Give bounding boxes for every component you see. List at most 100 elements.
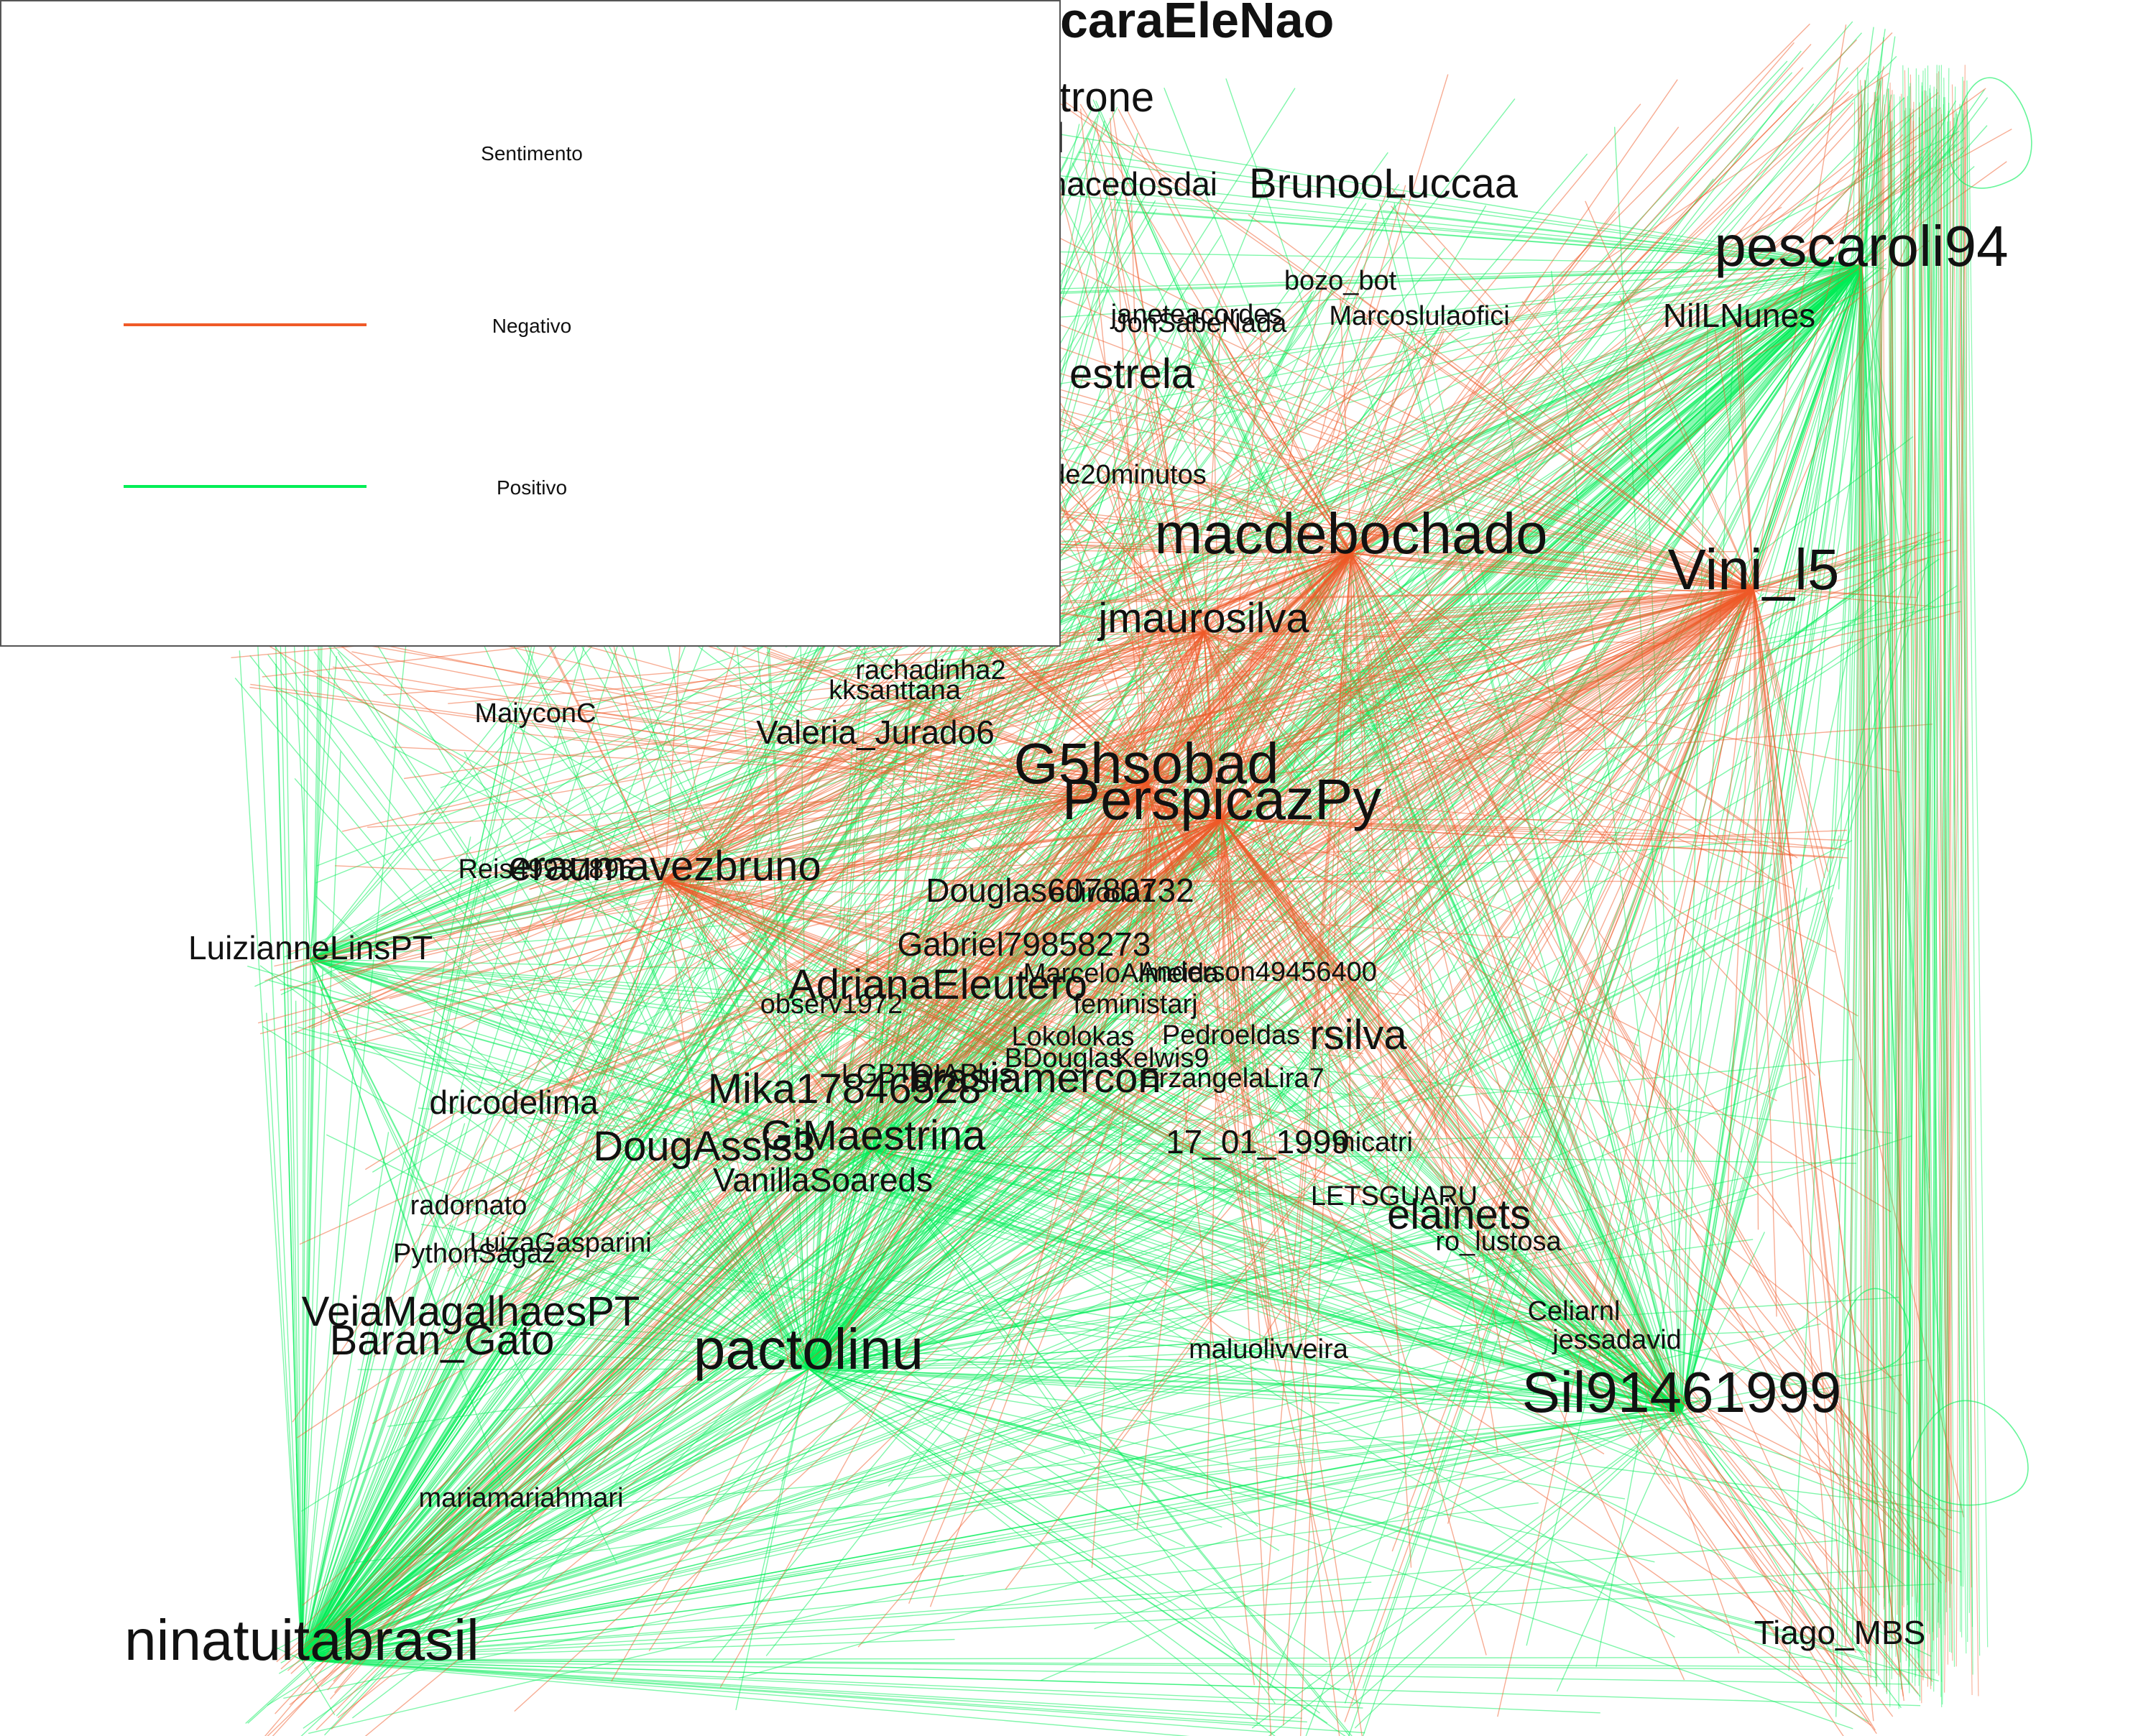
edge-negativo: [664, 879, 1504, 1262]
edge-positivo: [1861, 97, 1989, 267]
edge-positivo: [1833, 265, 1862, 849]
edge-negativo: [664, 879, 701, 1173]
edge-negativo: [1585, 200, 1754, 590]
edge-positivo: [311, 265, 1862, 1666]
edge-boundary: [1945, 109, 1954, 1593]
edge-negativo: [1146, 782, 1911, 1550]
edge-positivo: [446, 1149, 874, 1357]
edge-positivo: [1861, 37, 1884, 267]
edge-positivo: [301, 998, 954, 1661]
edge-negativo: [1146, 782, 1352, 1684]
edge-negativo: [664, 879, 1363, 1055]
edge-positivo: [872, 693, 912, 1150]
node-label-LGBTQIAPlus: LGBTQIAPlus: [842, 1059, 1013, 1089]
edge-boundary: [1938, 71, 1953, 1661]
edge-boundary: [1908, 68, 1917, 1657]
edge-positivo: [1229, 265, 1862, 1044]
edge-positivo: [1534, 615, 1682, 1413]
edge-positivo: [310, 878, 543, 960]
node-label-ediroda1: ediroda1: [1050, 878, 1156, 908]
edge-negativo: [1221, 74, 1449, 820]
edge-boundary: [1940, 109, 1950, 1608]
edge-negativo: [367, 632, 1204, 1325]
edge-positivo: [301, 1334, 476, 1661]
edge-positivo: [301, 1347, 1595, 1661]
edge-boundary: [1943, 104, 1950, 1653]
edge-boundary: [1893, 94, 1902, 1690]
edge-positivo: [301, 1570, 1867, 1661]
edge-boundary: [1943, 97, 1947, 1612]
edge-boundary: [1898, 96, 1908, 1648]
edge-negativo: [1203, 632, 1355, 1061]
node-label-VanillaSoareds: VanillaSoareds: [713, 1161, 933, 1199]
edge-negativo: [654, 632, 1204, 805]
edge-positivo: [266, 1012, 303, 1661]
edge-positivo: [301, 1656, 1813, 1661]
edge-positivo: [872, 730, 1553, 1150]
edge-negativo: [1753, 160, 1945, 590]
edge-positivo: [301, 555, 1856, 1661]
edge-boundary: [1905, 70, 1924, 1661]
edge-negativo: [1001, 588, 1754, 1317]
edge-negativo: [688, 588, 1754, 715]
edge-boundary: [1888, 88, 1901, 1663]
edge-negativo: [880, 632, 1204, 707]
edge-positivo: [1861, 125, 1988, 267]
edge-negativo: [1146, 782, 1800, 1666]
edge-positivo: [1681, 300, 1709, 1413]
edge-negativo: [1203, 632, 1876, 1731]
edge-positivo: [1354, 1411, 1682, 1729]
edge-negativo: [1221, 104, 1863, 820]
node-label-trone: trone: [1059, 74, 1154, 121]
edge-positivo: [301, 473, 1116, 1661]
edge-negativo: [1221, 818, 1298, 969]
node-label-Anderson49456400: Anderson49456400: [1138, 957, 1377, 987]
edge-positivo: [515, 1411, 1682, 1513]
edge-positivo: [310, 959, 1552, 1332]
edge-boundary: [1864, 103, 1874, 1612]
edge-positivo: [1861, 265, 1916, 1560]
edge-negativo: [1101, 632, 1204, 973]
edge-negativo: [291, 632, 1204, 1035]
edge-positivo: [1861, 265, 1902, 564]
edge-boundary: [1907, 68, 1910, 1694]
edge-negativo: [1138, 782, 1147, 1014]
edge-negativo: [1203, 632, 1669, 645]
edge-positivo: [1681, 887, 1807, 1413]
edge-positivo: [301, 1352, 1287, 1661]
edge-boundary: [1907, 86, 1922, 1605]
edge-boundary: [1918, 95, 1940, 1632]
edge-boundary: [1929, 101, 1940, 1628]
edge-boundary: [1864, 104, 1886, 1640]
edge-boundary: [1944, 97, 1967, 1654]
edge-positivo: [1681, 580, 1915, 1413]
edge-boundary: [1852, 68, 1869, 1646]
edge-negativo: [1203, 103, 1641, 633]
edge-negativo: [381, 553, 1352, 917]
edge-positivo: [1595, 265, 1862, 1667]
edge-negativo: [287, 782, 1147, 1059]
edge-negativo: [1350, 553, 1899, 599]
edge-boundary: [1889, 116, 1909, 1630]
edge-boundary: [1912, 90, 1925, 1597]
edge-negativo: [274, 782, 1147, 967]
edge-negativo: [1350, 553, 1412, 1568]
node-label-MarceloAlmeida: MarceloAlmeida: [1023, 959, 1220, 989]
edge-boundary: [1876, 114, 1891, 1707]
edge-positivo: [1182, 320, 1682, 1413]
edge-boundary: [1919, 102, 1938, 1674]
edge-negativo: [1736, 323, 1754, 590]
edge-negativo: [1221, 818, 1846, 850]
edge-positivo: [372, 265, 1862, 1173]
edge-boundary: [1876, 80, 1881, 1686]
edge-positivo: [1681, 1411, 1905, 1586]
edge-negativo: [242, 630, 665, 881]
self-loop-layer: [1833, 77, 2032, 1506]
edge-negativo: [1753, 588, 1918, 599]
edge-negativo: [1146, 138, 1754, 784]
node-label-macedosdai: macedosdai: [1039, 165, 1217, 203]
edge-negativo: [383, 588, 1754, 696]
edge-negativo: [515, 879, 665, 937]
edge-negativo: [1146, 782, 1863, 1698]
edge-negativo: [664, 539, 1951, 881]
